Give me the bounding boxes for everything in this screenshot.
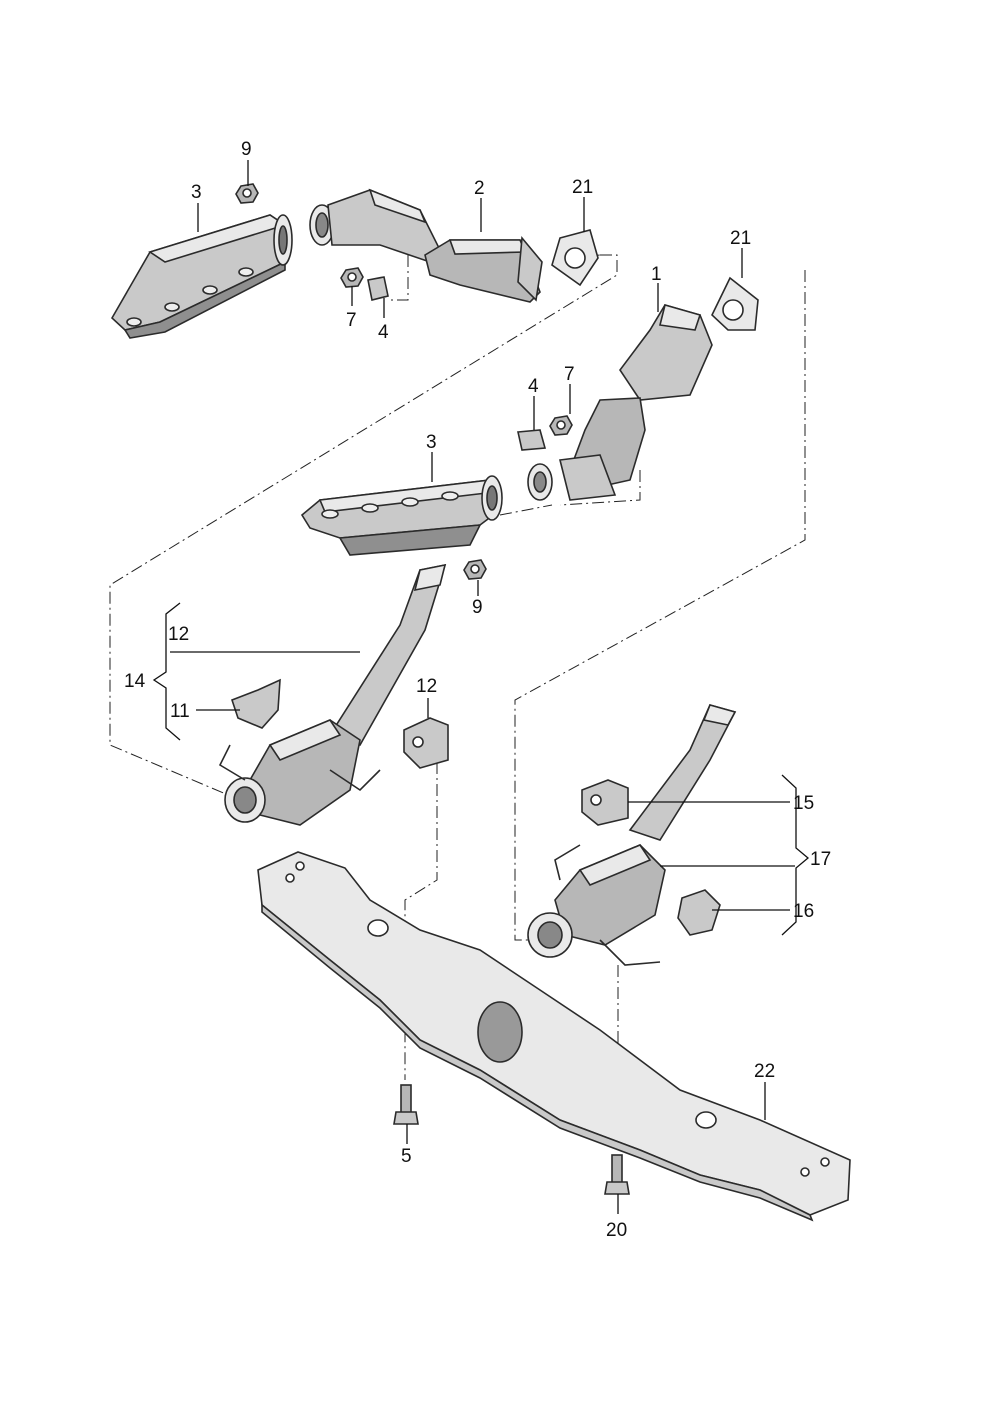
catalytic-converter-right[interactable]	[527, 704, 737, 966]
label-22: 22	[754, 1061, 775, 1082]
mount-15[interactable]	[581, 779, 629, 826]
nut-9-top[interactable]	[235, 183, 259, 204]
front-pipe-catalyst-mid[interactable]	[527, 304, 713, 501]
label-12-left: 12	[168, 624, 189, 645]
heat-shield-16[interactable]	[677, 889, 721, 936]
bolt-5[interactable]	[393, 1084, 419, 1125]
nut-7-mid[interactable]	[549, 415, 573, 436]
mount-12-right[interactable]	[403, 717, 449, 769]
label-9-mid: 9	[472, 597, 483, 618]
label-16: 16	[793, 901, 814, 922]
gasket-top[interactable]	[551, 229, 599, 287]
label-20: 20	[606, 1220, 627, 1241]
label-21-top: 21	[572, 177, 593, 198]
label-7-top: 7	[346, 310, 357, 331]
position-numbers: 9 3 2 21 21 1 7 4 4 7 3 9 12 14 11 12 15…	[124, 139, 831, 1241]
nut-7-top[interactable]	[340, 267, 364, 288]
label-7-mid: 7	[564, 364, 575, 385]
crossmember-22[interactable]	[257, 851, 851, 1222]
gasket-right[interactable]	[711, 276, 759, 331]
label-3-mid: 3	[426, 432, 437, 453]
front-pipe-catalyst-top[interactable]	[309, 188, 543, 303]
bracket-4-top[interactable]	[367, 276, 389, 301]
label-14: 14	[124, 671, 146, 692]
label-4-top: 4	[378, 322, 389, 343]
label-9-top: 9	[241, 139, 252, 160]
label-12-right: 12	[416, 676, 437, 697]
label-5: 5	[401, 1146, 412, 1167]
bolt-20[interactable]	[604, 1154, 630, 1195]
nut-9-mid[interactable]	[463, 559, 487, 580]
label-3-top: 3	[191, 182, 202, 203]
exhaust-manifold-mid[interactable]	[300, 475, 503, 556]
label-17: 17	[810, 849, 831, 870]
bracket-4-mid[interactable]	[517, 429, 547, 451]
leader-lines	[152, 160, 810, 1214]
label-15: 15	[793, 793, 814, 814]
heat-shield-11[interactable]	[230, 678, 281, 729]
label-4-mid: 4	[528, 376, 539, 397]
label-2: 2	[474, 178, 485, 199]
catalytic-converter-left[interactable]	[218, 563, 447, 826]
label-11: 11	[170, 701, 190, 722]
label-1: 1	[651, 264, 662, 285]
label-21-right: 21	[730, 228, 751, 249]
exhaust-manifold-top[interactable]	[110, 214, 293, 339]
